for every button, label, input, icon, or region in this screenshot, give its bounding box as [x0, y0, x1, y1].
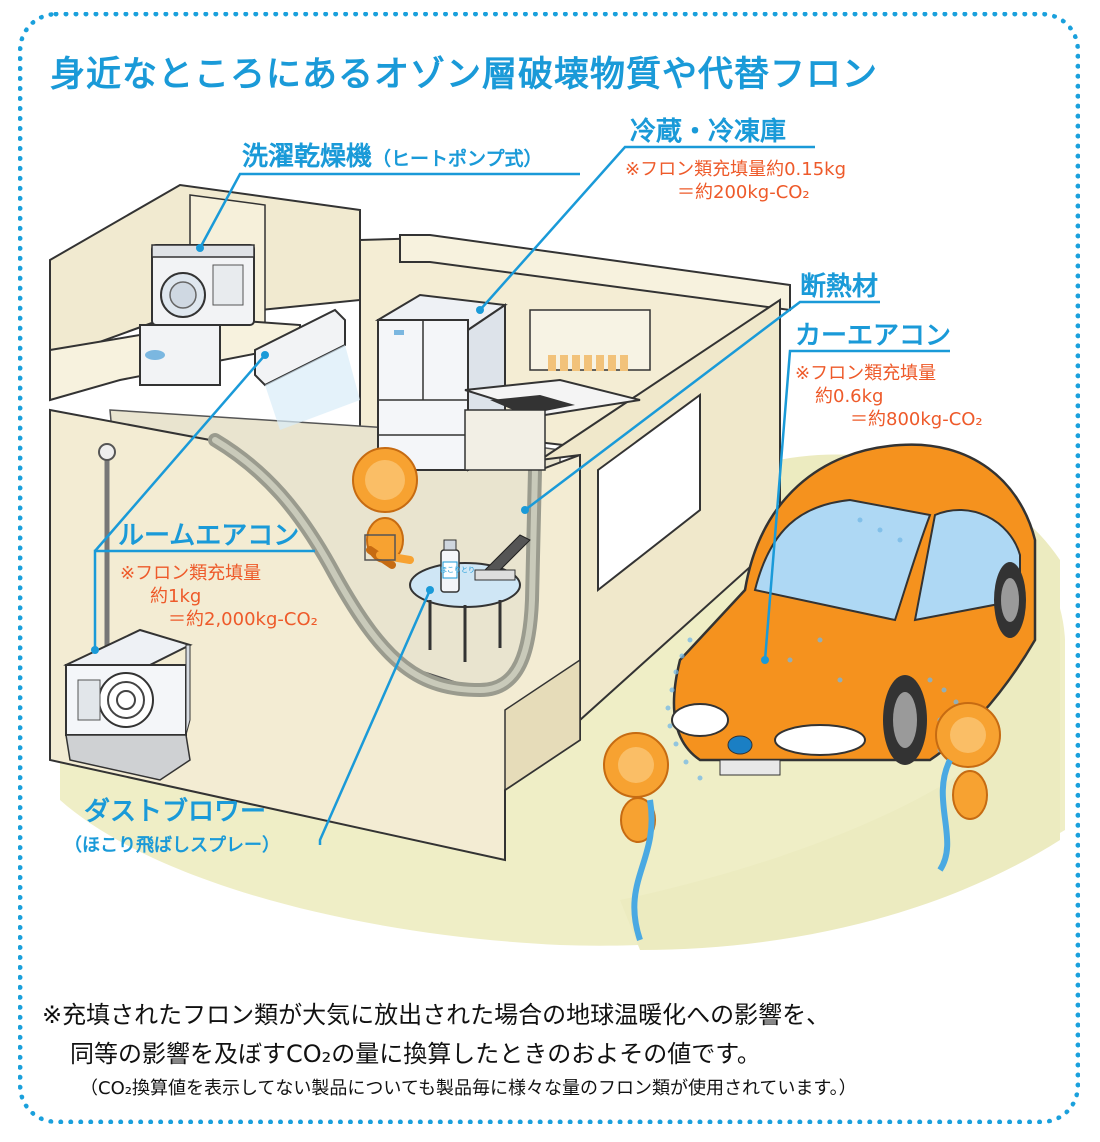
room-ac-label: ルームエアコン — [118, 521, 300, 551]
outdoor-unit-icon — [63, 628, 193, 781]
table-icon — [409, 534, 531, 662]
leader-lines — [93, 145, 950, 845]
room-ac-note-2: 約1kg — [150, 586, 202, 607]
washer-dryer-icon — [139, 244, 255, 386]
front-wall-side — [504, 658, 581, 792]
fridge-label: 冷蔵・冷凍庫 — [630, 117, 787, 147]
washer-sub: （ヒートポンプ式） — [372, 148, 543, 170]
car-ac-note-1: ※フロン類充填量 — [795, 363, 937, 384]
fridge-note-2: ＝約200kg-CO₂ — [677, 182, 810, 203]
car-icon — [671, 443, 1037, 776]
car-ac-note-3: ＝約800kg-CO₂ — [850, 409, 983, 430]
car-ac-note-2: 約0.6kg — [815, 386, 884, 407]
fridge-note-1: ※フロン類充填量約0.15kg — [625, 159, 847, 180]
spray-can-text: ほこりとり — [440, 566, 475, 574]
room-ac-note-3: ＝約2,000kg-CO₂ — [168, 609, 318, 630]
room-ac-note-1: ※フロン類充填量 — [120, 563, 262, 584]
antenna-ball — [98, 443, 116, 461]
fridge-note: ※フロン類充填量約0.15kg ＝約200kg-CO₂ — [625, 158, 846, 204]
footer-line-1: ※充填されたフロン類が大気に放出された場合の地球温暖化への影響を、 — [42, 1001, 831, 1029]
footer-line-2: 同等の影響を及ぼすCO₂の量に換算したときのおよその値です。 — [70, 1040, 761, 1068]
mascot-icon — [352, 447, 418, 569]
footer-line-3: （CO₂換算値を表示してない製品についても製品毎に様々な量のフロン類が使用されて… — [80, 1078, 857, 1099]
room-ac-note: ※フロン類充填量 約1kg ＝約2,000kg-CO₂ — [120, 562, 318, 631]
duster-sub: （ほこり飛ばしスプレー） — [64, 835, 280, 856]
right-wall-window — [597, 393, 701, 593]
mascot-right-icon — [935, 702, 1001, 872]
spray-can-icon — [440, 539, 460, 593]
page-title: 身近なところにあるオゾン層破壊物質や代替フロン — [50, 55, 879, 95]
leader-dots — [91, 244, 769, 664]
kitchen-counter-icon — [464, 309, 651, 471]
duster-label: ダストブロワー — [84, 797, 267, 827]
car-ac-note: ※フロン類充填量 約0.6kg ＝約800kg-CO₂ — [795, 362, 983, 431]
air-conditioner-icon — [254, 308, 360, 430]
car-ac-label: カーエアコン — [795, 321, 952, 351]
mascot-left-icon — [603, 732, 669, 941]
washer-name: 洗濯乾燥機 — [242, 142, 373, 172]
insulation-label: 断熱材 — [800, 272, 879, 302]
dotted-border-frame — [18, 12, 1080, 1124]
washer-label: 洗濯乾燥機（ヒートポンプ式） — [242, 143, 542, 172]
